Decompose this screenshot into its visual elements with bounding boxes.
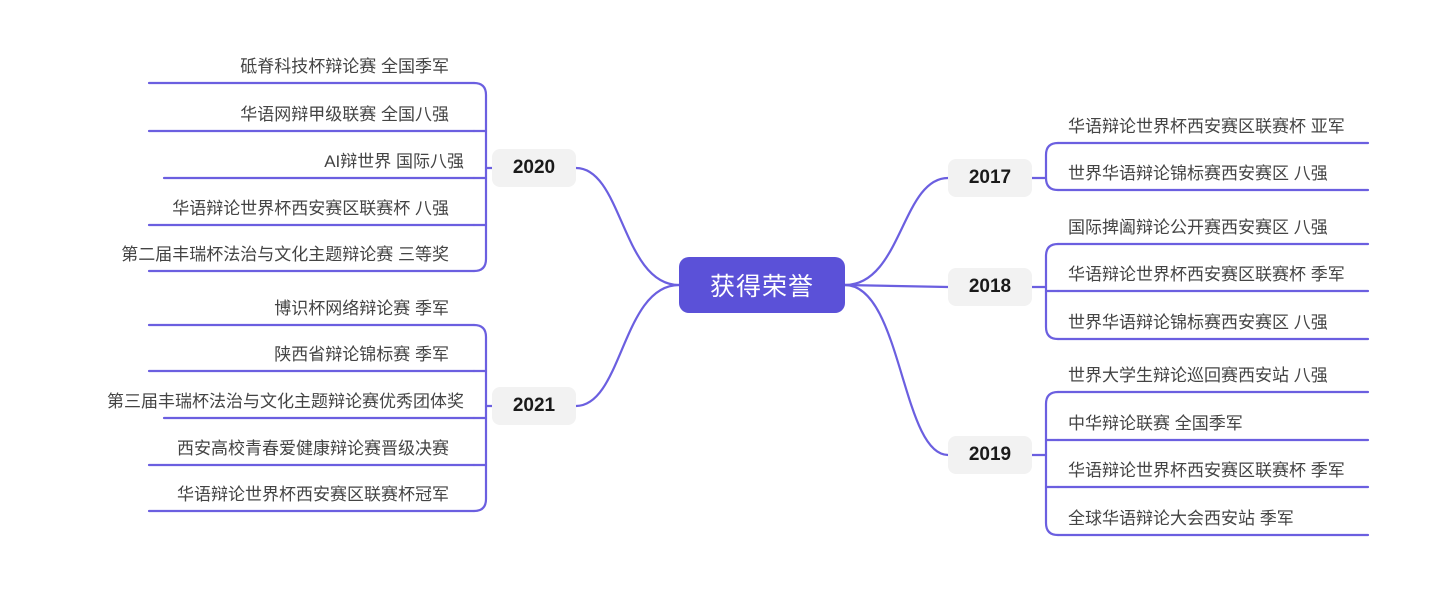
leaf-item[interactable]: 第二届丰瑞杯法治与文化主题辩论赛 三等奖 [0, 241, 449, 267]
leaf-item[interactable]: 中华辩论联赛 全国季军 [1068, 410, 1243, 436]
leaf-item[interactable]: 陕西省辩论锦标赛 季军 [0, 341, 449, 367]
year-node-2018[interactable]: 2018 [948, 268, 1032, 306]
leaf-item-label: 博识杯网络辩论赛 季军 [274, 298, 449, 318]
year-node-label: 2021 [512, 395, 556, 416]
leaf-item-label: AI辩世界 国际八强 [324, 151, 464, 171]
leaf-item[interactable]: 博识杯网络辩论赛 季军 [0, 295, 449, 321]
leaf-item-label: 世界大学生辩论巡回赛西安站 八强 [1068, 365, 1328, 385]
leaf-item[interactable]: 西安高校青春爱健康辩论赛晋级决赛 [0, 435, 449, 461]
leaf-item-label: 世界华语辩论锦标赛西安赛区 八强 [1068, 163, 1328, 183]
year-node-label: 2020 [512, 157, 556, 178]
leaf-item-label: 华语辩论世界杯西安赛区联赛杯 亚军 [1068, 116, 1345, 136]
leaf-item-label: 第二届丰瑞杯法治与文化主题辩论赛 三等奖 [121, 244, 449, 264]
leaf-item[interactable]: 华语辩论世界杯西安赛区联赛杯 亚军 [1068, 113, 1345, 139]
leaf-item-label: 西安高校青春爱健康辩论赛晋级决赛 [177, 438, 449, 458]
year-node-label: 2018 [968, 276, 1012, 297]
leaf-item[interactable]: 世界大学生辩论巡回赛西安站 八强 [1068, 362, 1328, 388]
leaf-item-label: 华语网辩甲级联赛 全国八强 [240, 104, 449, 124]
leaf-item[interactable]: 华语辩论世界杯西安赛区联赛杯 八强 [0, 195, 449, 221]
year-node-2019[interactable]: 2019 [948, 436, 1032, 474]
leaf-item[interactable]: 国际捭阖辩论公开赛西安赛区 八强 [1068, 214, 1328, 240]
leaf-item[interactable]: 华语辩论世界杯西安赛区联赛杯冠军 [0, 481, 449, 507]
leaf-item-label: 世界华语辩论锦标赛西安赛区 八强 [1068, 312, 1328, 332]
leaf-item[interactable]: 华语网辩甲级联赛 全国八强 [0, 101, 449, 127]
leaf-item[interactable]: AI辩世界 国际八强 [0, 148, 464, 174]
leaf-item-label: 华语辩论世界杯西安赛区联赛杯 八强 [172, 198, 449, 218]
leaf-item-label: 国际捭阖辩论公开赛西安赛区 八强 [1068, 217, 1328, 237]
leaf-item[interactable]: 砥脊科技杯辩论赛 全国季军 [0, 53, 449, 79]
leaf-item[interactable]: 全球华语辩论大会西安站 季军 [1068, 505, 1294, 531]
leaf-item[interactable]: 华语辩论世界杯西安赛区联赛杯 季军 [1068, 457, 1345, 483]
year-node-label: 2017 [968, 167, 1012, 188]
leaf-item[interactable]: 第三届丰瑞杯法治与文化主题辩论赛优秀团体奖 [0, 388, 464, 414]
year-node-2021[interactable]: 2021 [492, 387, 576, 425]
year-node-2017[interactable]: 2017 [948, 159, 1032, 197]
year-node-label: 2019 [968, 444, 1012, 465]
leaf-item-label: 华语辩论世界杯西安赛区联赛杯 季军 [1068, 460, 1345, 480]
root-node-label: 获得荣誉 [709, 273, 814, 301]
leaf-item[interactable]: 世界华语辩论锦标赛西安赛区 八强 [1068, 309, 1328, 335]
leaf-item-label: 中华辩论联赛 全国季军 [1068, 413, 1243, 433]
leaf-item-label: 第三届丰瑞杯法治与文化主题辩论赛优秀团体奖 [107, 391, 464, 411]
leaf-item-label: 陕西省辩论锦标赛 季军 [274, 344, 449, 364]
leaf-item-label: 华语辩论世界杯西安赛区联赛杯 季军 [1068, 264, 1345, 284]
year-node-2020[interactable]: 2020 [492, 149, 576, 187]
leaf-item-label: 全球华语辩论大会西安站 季军 [1068, 508, 1294, 528]
leaf-item[interactable]: 华语辩论世界杯西安赛区联赛杯 季军 [1068, 261, 1345, 287]
leaf-item-label: 砥脊科技杯辩论赛 全国季军 [240, 56, 449, 76]
root-node[interactable]: 获得荣誉 [679, 257, 845, 313]
leaf-item[interactable]: 世界华语辩论锦标赛西安赛区 八强 [1068, 160, 1328, 186]
leaf-item-label: 华语辩论世界杯西安赛区联赛杯冠军 [177, 484, 449, 504]
